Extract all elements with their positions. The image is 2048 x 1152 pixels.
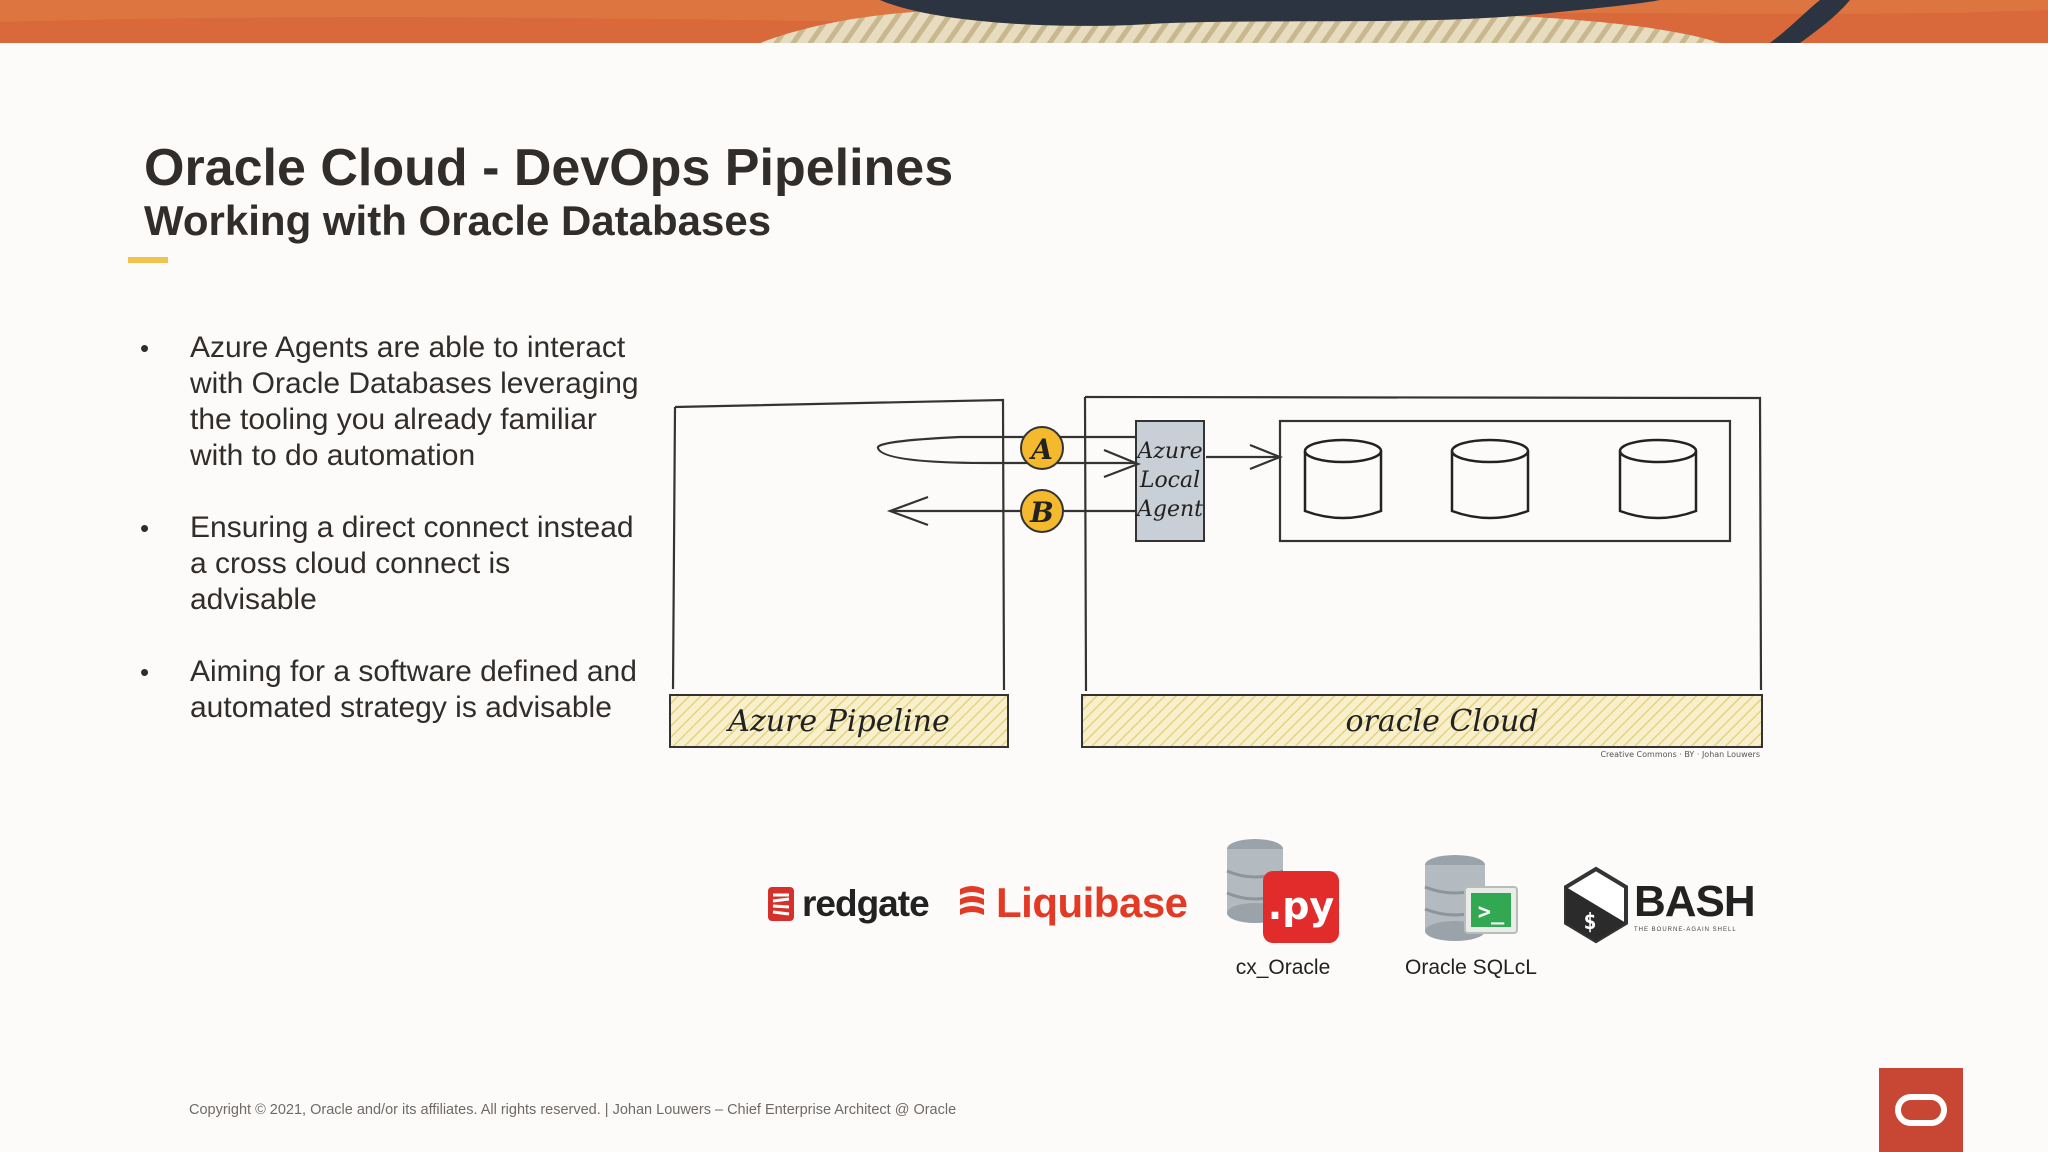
slide-title: Oracle Cloud - DevOps Pipelines [144, 139, 954, 197]
liquibase-icon [960, 886, 984, 915]
marker-b-icon [1020, 489, 1064, 533]
bullet-text: Aiming for a software defined and automa… [190, 655, 637, 724]
loop-connection-line [876, 435, 1136, 465]
redgate-logo: redgate [766, 883, 930, 925]
oracle-cloud-label: oracle Cloud [1345, 704, 1538, 739]
marker-a-label: A [1028, 433, 1053, 466]
marker-a-icon [1020, 426, 1064, 470]
bash-tagline: THE BOURNE-AGAIN SHELL [1634, 927, 1737, 933]
bullet-item: • Ensuring a direct connect instead a cro… [140, 510, 640, 618]
database-cylinder-icon [1303, 438, 1383, 520]
database-container [1278, 419, 1732, 543]
oracle-cloud-footer [1081, 694, 1763, 748]
azure-pipeline-footer [669, 694, 1009, 748]
sqlcl-tool: >_ Oracle SQLcL [1405, 853, 1537, 980]
sqlcl-label: Oracle SQLcL [1405, 956, 1537, 979]
liquibase-logo: Liquibase [956, 879, 1188, 927]
banner-dark-shape [880, 0, 1660, 26]
oracle-logo [1879, 1068, 1963, 1152]
top-banner [0, 0, 2048, 43]
bullet-list: • Azure Agents are able to interact with … [140, 330, 640, 762]
arrow-left-icon [886, 495, 929, 527]
database-cylinder-icon [1450, 438, 1530, 520]
oracle-cloud-box [1083, 395, 1763, 692]
copyright-footer: Copyright © 2021, Oracle and/or its affi… [189, 1102, 957, 1118]
cx-oracle-label: cx_Oracle [1235, 956, 1331, 979]
bash-wordmark: BASH THE BOURNE-AGAIN SHELL [1634, 877, 1756, 933]
tool-logos: redgate Liquibase .py cx_Oracle >_ [760, 835, 1760, 995]
bullet-text: Ensuring a direct connect instead a cros… [190, 511, 634, 616]
banner-artwork [0, 0, 2048, 43]
bullet-item: • Aiming for a software defined and autom… [140, 654, 640, 726]
diagram-credit: Creative Commons · BY · Johan Louwers [1600, 750, 1760, 759]
agent-label-line: Agent [1135, 497, 1203, 522]
bullet-item: • Azure Agents are able to interact with … [140, 330, 640, 474]
bash-logo: $ BASH THE BOURNE-AGAIN SHELL [1560, 865, 1756, 945]
liquibase-text: Liquibase [996, 879, 1188, 926]
architecture-diagram: Azure Pipeline oracle Cloud Creative Com… [669, 395, 1763, 759]
redgate-text: redgate [802, 883, 930, 924]
azure-pipeline-box [671, 398, 1006, 691]
slide-subtitle: Working with Oracle Databases [144, 197, 772, 244]
oracle-o-icon [1895, 1094, 1947, 1126]
azure-pipeline-label: Azure Pipeline [725, 704, 949, 739]
bash-prompt-text: $ [1583, 910, 1596, 935]
marker-b-label: B [1029, 496, 1054, 529]
cx-oracle-tool: .py cx_Oracle [1225, 835, 1341, 980]
title-accent-bar [128, 257, 168, 263]
database-cylinder-icon [1618, 438, 1698, 520]
azure-local-agent-box [1135, 420, 1205, 542]
agent-label-line: Azure [1135, 439, 1202, 464]
agent-label-line: Local [1139, 468, 1200, 493]
sqlcl-icon: >_ [1424, 855, 1518, 941]
redgate-icon [768, 887, 794, 921]
bullet-dot-icon: • [140, 513, 150, 543]
arrow-right-icon [1103, 448, 1141, 479]
cx-oracle-icon: .py [1226, 839, 1339, 943]
terminal-badge-text: >_ [1478, 900, 1505, 925]
bash-text: BASH [1634, 877, 1756, 926]
arrow-right-icon [1249, 443, 1283, 471]
bullet-dot-icon: • [140, 333, 150, 363]
bullet-text: Azure Agents are able to interact with O… [190, 331, 639, 472]
bullet-dot-icon: • [140, 657, 150, 687]
bash-icon: $ [1564, 866, 1628, 944]
py-badge-text: .py [1268, 884, 1335, 928]
